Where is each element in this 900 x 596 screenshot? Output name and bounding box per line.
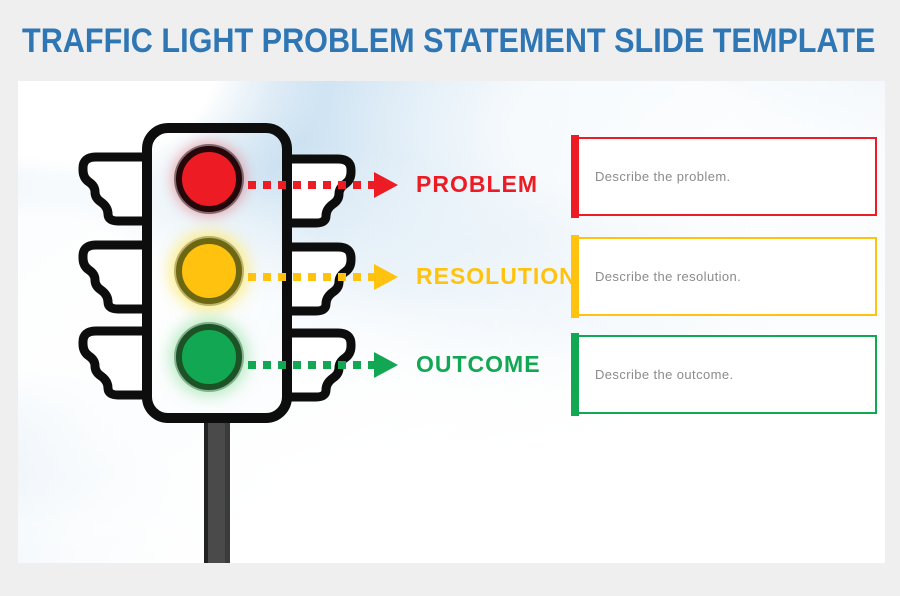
resolution-label: RESOLUTION [416, 263, 577, 289]
problem-label: PROBLEM [416, 171, 538, 197]
outcome-note-box[interactable]: Describe the outcome. [571, 333, 877, 416]
resolution-note-box[interactable]: Describe the resolution. [571, 235, 877, 318]
page-title: TRAFFIC LIGHT PROBLEM STATEMENT SLIDE TE… [22, 22, 876, 60]
slide-canvas: PROBLEM RESOLUTION OUTCOME Describe the … [18, 81, 885, 563]
problem-note-box[interactable]: Describe the problem. [571, 135, 877, 218]
traffic-light-pole [204, 417, 230, 563]
outcome-placeholder-text: Describe the outcome. [595, 367, 734, 382]
resolution-placeholder-text: Describe the resolution. [595, 269, 742, 284]
resolution-arrow-icon [248, 264, 398, 290]
visor-left-bottom-icon [78, 326, 146, 400]
problem-placeholder-text: Describe the problem. [595, 169, 731, 184]
outcome-arrow-icon [248, 352, 398, 378]
visor-left-top-icon [78, 152, 146, 226]
visor-right-top-icon [288, 154, 356, 228]
green-light [176, 324, 242, 390]
problem-arrow-icon [248, 172, 398, 198]
red-light [176, 146, 242, 212]
outcome-label: OUTCOME [416, 351, 541, 377]
amber-light [176, 238, 242, 304]
visor-left-middle-icon [78, 240, 146, 314]
